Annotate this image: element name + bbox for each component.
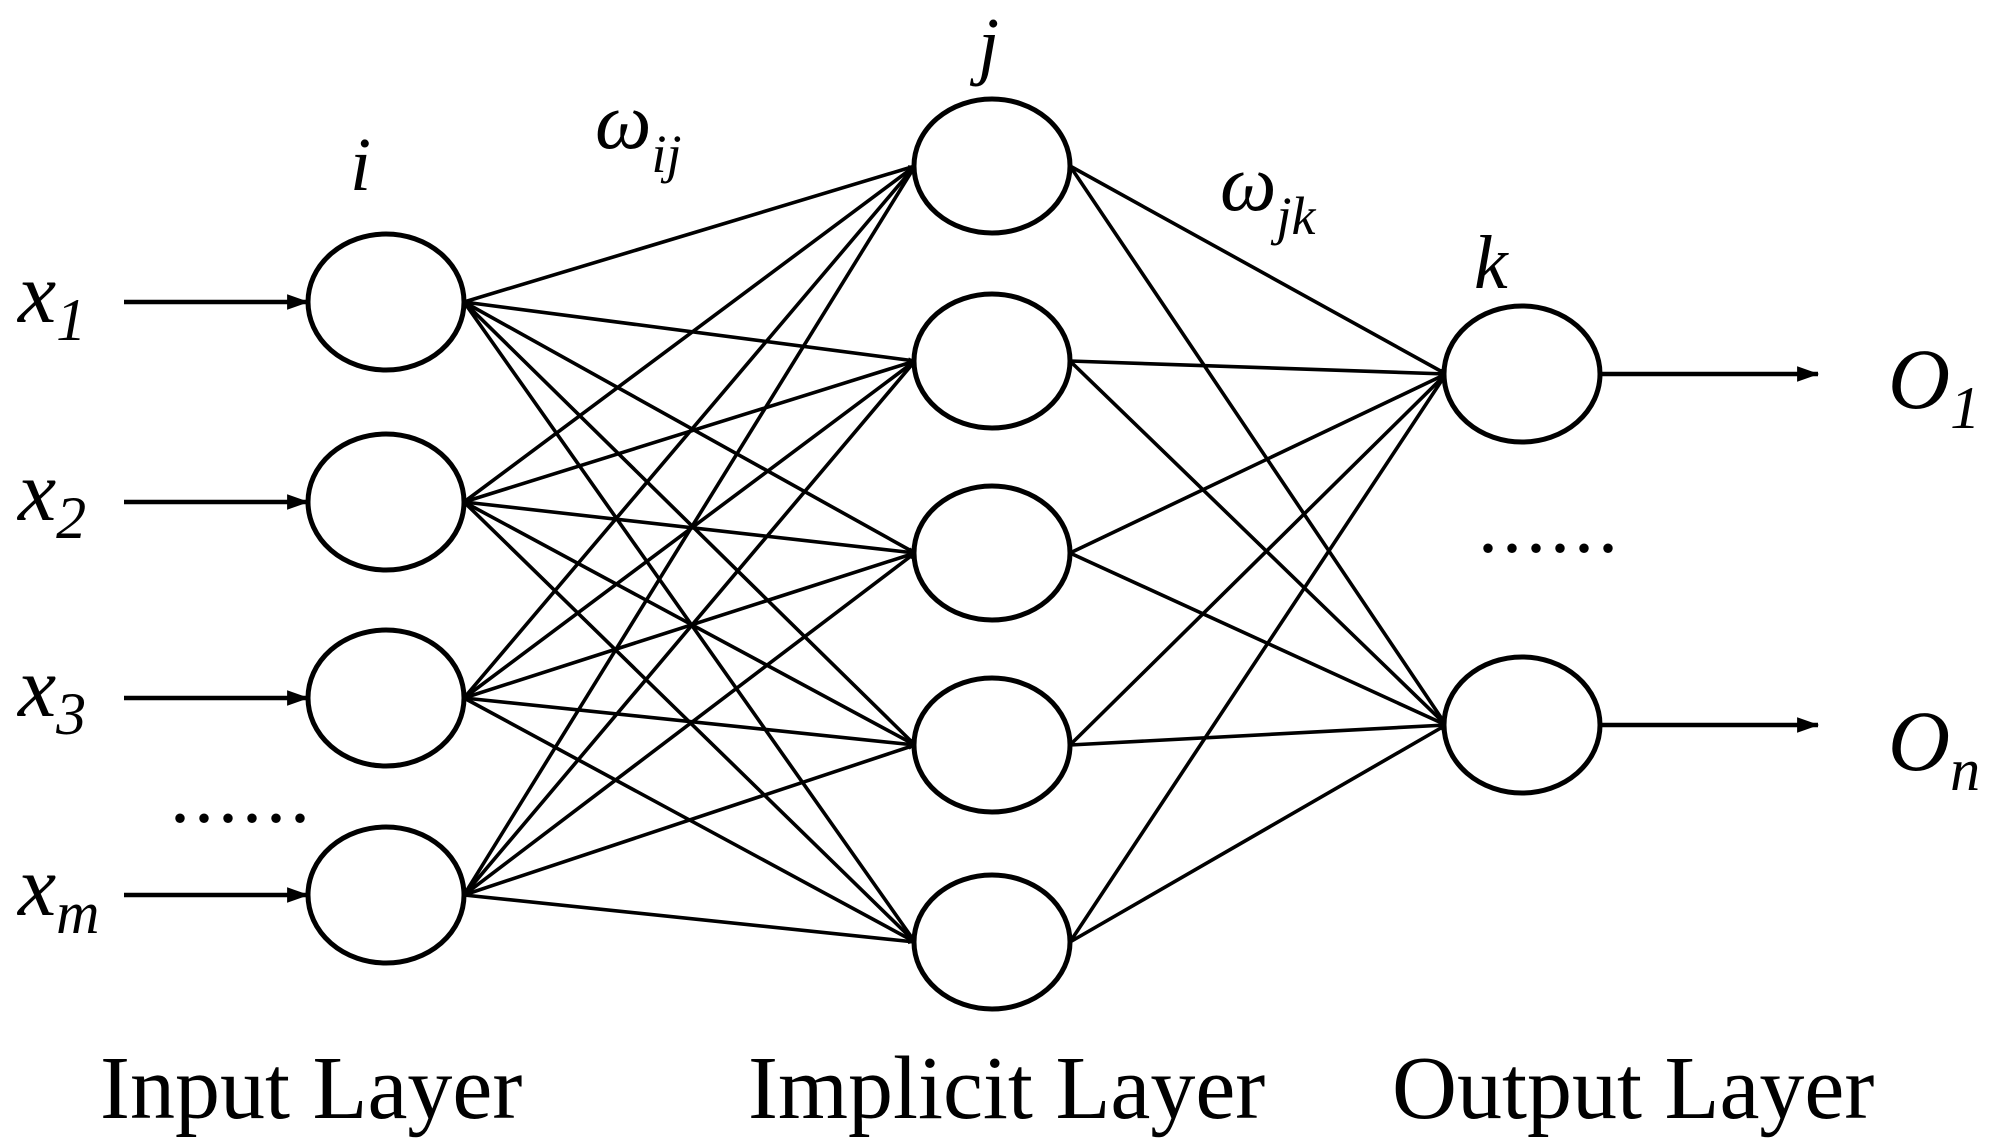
- input-label-2-base: x: [16, 443, 56, 539]
- output-arrows: [1600, 366, 1820, 733]
- input-hidden-edge-4-4: [463, 743, 916, 897]
- input-label-m-sub: m: [56, 880, 99, 946]
- weight-jk-label: ωjk: [1220, 140, 1316, 246]
- hidden-output-edge-4-1: [1068, 372, 1448, 747]
- output-labels: O1 On: [1888, 331, 1980, 803]
- hidden-output-edge-4-2: [1069, 722, 1447, 747]
- input-layer-caption: Input Layer: [100, 1039, 522, 1138]
- hidden-output-edge-5-1: [1068, 373, 1448, 943]
- hidden-node-4: [911, 675, 1073, 815]
- weight-ij-label: ωij: [595, 78, 682, 184]
- hidden-output-connections: [1068, 164, 1448, 944]
- input-hidden-edge-4-3: [462, 551, 917, 897]
- input-hidden-edge-4-1: [462, 165, 917, 896]
- output-label-n-sub: n: [1950, 737, 1980, 803]
- output-label-n: On: [1888, 693, 1980, 803]
- hidden-output-edge-3-2: [1069, 551, 1447, 727]
- output-label-1-sub: 1: [1950, 375, 1980, 441]
- hidden-output-edge-3-1: [1069, 372, 1447, 555]
- output-layer-caption: Output Layer: [1392, 1039, 1874, 1138]
- hidden-index-label: j: [969, 3, 999, 87]
- input-label-1-sub: 1: [56, 287, 86, 353]
- input-hidden-edge-1-3: [463, 300, 916, 555]
- hidden-node-3: [911, 483, 1073, 623]
- weight-jk-sub: jk: [1270, 186, 1316, 246]
- hidden-output-edge-5-2: [1069, 723, 1447, 944]
- input-hidden-edge-3-4: [463, 696, 916, 748]
- hidden-output-edge-1-2: [1068, 164, 1448, 727]
- hidden-node-5: [911, 872, 1073, 1012]
- input-label-3-base: x: [16, 639, 56, 735]
- input-label-m-base: x: [16, 838, 56, 934]
- hidden-node-1: [911, 96, 1073, 236]
- input-label-1: x1: [16, 245, 86, 353]
- input-label-1-base: x: [16, 245, 56, 341]
- input-hidden-connections: [462, 164, 917, 945]
- implicit-layer-nodes: [911, 96, 1073, 1012]
- input-hidden-edge-4-2: [462, 359, 917, 897]
- input-label-m: xm: [16, 838, 100, 946]
- hidden-output-edge-2-2: [1068, 359, 1448, 727]
- output-node-1: [1441, 303, 1603, 445]
- input-label-2: x2: [16, 443, 86, 551]
- input-node-m: [305, 824, 467, 966]
- input-node-2: [305, 431, 467, 573]
- input-hidden-edge-3-1: [462, 164, 917, 700]
- input-hidden-edge-2-1: [462, 164, 917, 504]
- hidden-node-2: [911, 291, 1073, 431]
- output-ellipsis: ......: [1478, 482, 1622, 570]
- input-hidden-edge-1-4: [462, 300, 917, 747]
- output-node-n: [1441, 654, 1603, 796]
- input-labels: x1 x2 x3 xm: [16, 245, 100, 946]
- hidden-output-edge-2-1: [1069, 359, 1447, 377]
- input-layer-nodes: [305, 231, 467, 966]
- output-label-1: O1: [1888, 331, 1980, 441]
- input-hidden-edge-2-4: [463, 500, 916, 747]
- input-hidden-edge-4-5: [463, 893, 916, 945]
- output-index-label: k: [1474, 221, 1509, 305]
- input-label-2-sub: 2: [56, 485, 86, 551]
- input-index-label: i: [350, 123, 371, 207]
- input-label-3-sub: 3: [55, 681, 86, 747]
- input-ellipsis: ......: [170, 752, 314, 840]
- output-label-1-base: O: [1888, 331, 1950, 427]
- input-arrows: [124, 294, 310, 903]
- weight-ij-sub: ij: [651, 124, 681, 184]
- hidden-output-edge-1-1: [1069, 164, 1447, 376]
- output-label-n-base: O: [1888, 693, 1950, 789]
- input-label-3: x3: [16, 639, 86, 747]
- input-node-3: [305, 627, 467, 769]
- output-layer-nodes: [1441, 303, 1603, 796]
- input-hidden-edge-1-1: [463, 164, 916, 304]
- weight-jk-base: ω: [1220, 140, 1276, 228]
- input-hidden-edge-1-2: [463, 300, 916, 363]
- implicit-layer-caption: Implicit Layer: [748, 1039, 1265, 1138]
- input-node-1: [305, 231, 467, 373]
- weight-ij-base: ω: [595, 78, 651, 166]
